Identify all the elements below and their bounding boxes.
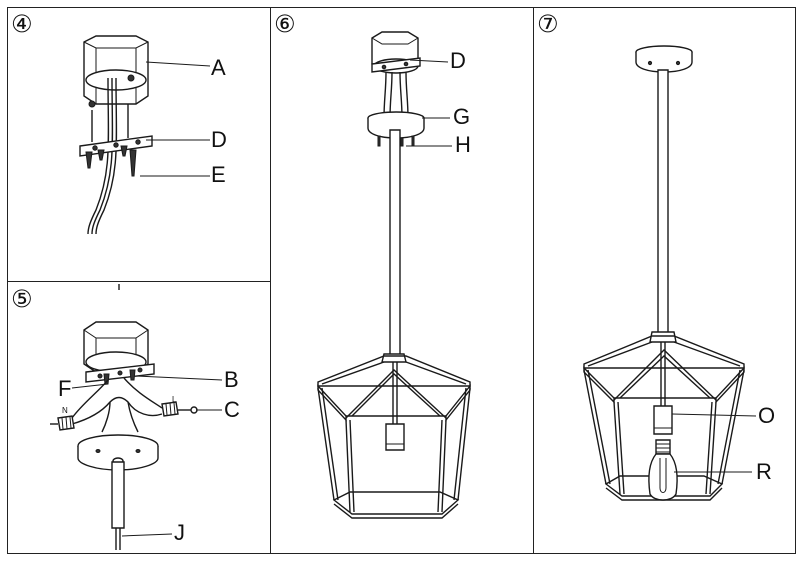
leader-A: [145, 61, 211, 67]
step-number-4: ④: [11, 10, 33, 38]
part-label-J: J: [174, 520, 185, 545]
leader-O: [671, 413, 757, 417]
part-label-R: R: [756, 459, 772, 484]
panel-step-6: [270, 7, 534, 554]
step6-junction-box: [371, 31, 421, 74]
part-label-D-step6: D: [450, 48, 466, 73]
part-label-H: H: [455, 132, 471, 157]
part-label-G: G: [453, 104, 471, 129]
wire-nut-left: [50, 415, 75, 431]
step-number-5: ⑤: [11, 285, 33, 313]
step4-junction-box: [83, 35, 149, 108]
step4-mounting-strap: [79, 104, 153, 177]
step5-rod: [111, 461, 125, 550]
part-label-F: F: [58, 376, 72, 401]
step6-rod: [389, 129, 401, 357]
part-label-C: C: [224, 397, 240, 422]
step5-wire-splice: [71, 377, 163, 433]
wire-nut-right: [161, 401, 198, 417]
step5-canopy: [77, 434, 159, 471]
part-label-D-step4: D: [211, 127, 227, 152]
leader-D-step6: [409, 59, 449, 63]
step6-socket: [385, 362, 405, 451]
step4-wires: [87, 77, 118, 235]
step7-socket: [653, 342, 673, 435]
step6-canopy: [367, 111, 425, 147]
leader-J: [121, 533, 173, 537]
step-number-7: ⑦: [537, 10, 559, 38]
step7-canopy: [635, 45, 693, 73]
part-label-B: B: [224, 367, 239, 392]
step7-rod: [657, 69, 669, 335]
part-label-E: E: [211, 162, 226, 187]
step7-bulb: [648, 439, 678, 501]
leader-F: [71, 383, 109, 389]
wire-label-L: L: [172, 395, 177, 404]
part-label-O: O: [758, 403, 776, 428]
step6-lantern-cage: [317, 353, 471, 519]
step-number-6: ⑥: [274, 10, 296, 38]
step7-lantern-cage: [583, 331, 745, 501]
step5-junction-box: [83, 321, 149, 373]
wire-label-N: N: [62, 406, 68, 415]
step6-wires: [383, 71, 409, 119]
leader-B: [135, 375, 223, 381]
part-label-A: A: [211, 55, 226, 80]
